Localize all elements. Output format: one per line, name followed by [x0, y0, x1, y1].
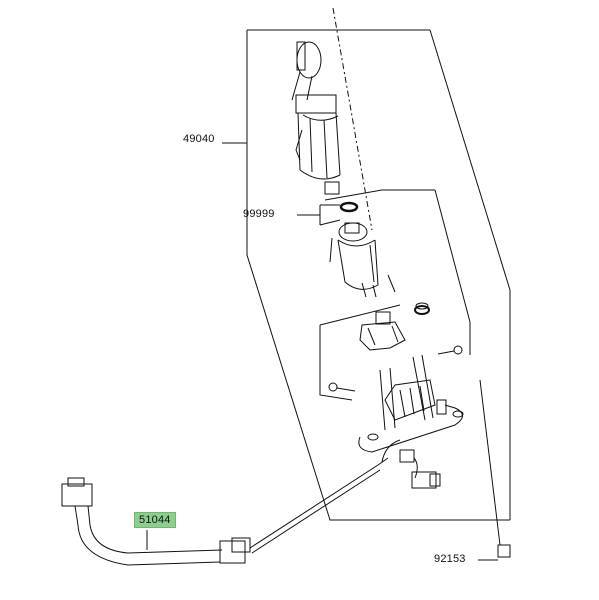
pigtail-connectors: [382, 440, 440, 488]
o-ring: [341, 203, 357, 211]
bolt: [478, 380, 510, 560]
wiring-harness: [62, 458, 388, 565]
pressure-regulator: [360, 312, 405, 350]
part-number-label-oring: 99999: [243, 208, 275, 220]
part-number-label-assembly: 49040: [183, 133, 215, 145]
part-number-label-harness[interactable]: 51044: [134, 512, 176, 528]
screw-left: [329, 383, 355, 391]
screw-right: [438, 346, 462, 354]
oring-bracket: [297, 205, 340, 225]
fuel-gauge-sender: [292, 42, 340, 194]
fuel-pump: [330, 223, 395, 297]
assembly-frame: [222, 30, 510, 520]
spring-gasket: [415, 303, 429, 314]
mounting-flange: [359, 355, 463, 452]
center-line: [333, 8, 372, 230]
pump-subframe: [320, 190, 470, 400]
part-number-label-bolt: 92153: [434, 553, 466, 565]
